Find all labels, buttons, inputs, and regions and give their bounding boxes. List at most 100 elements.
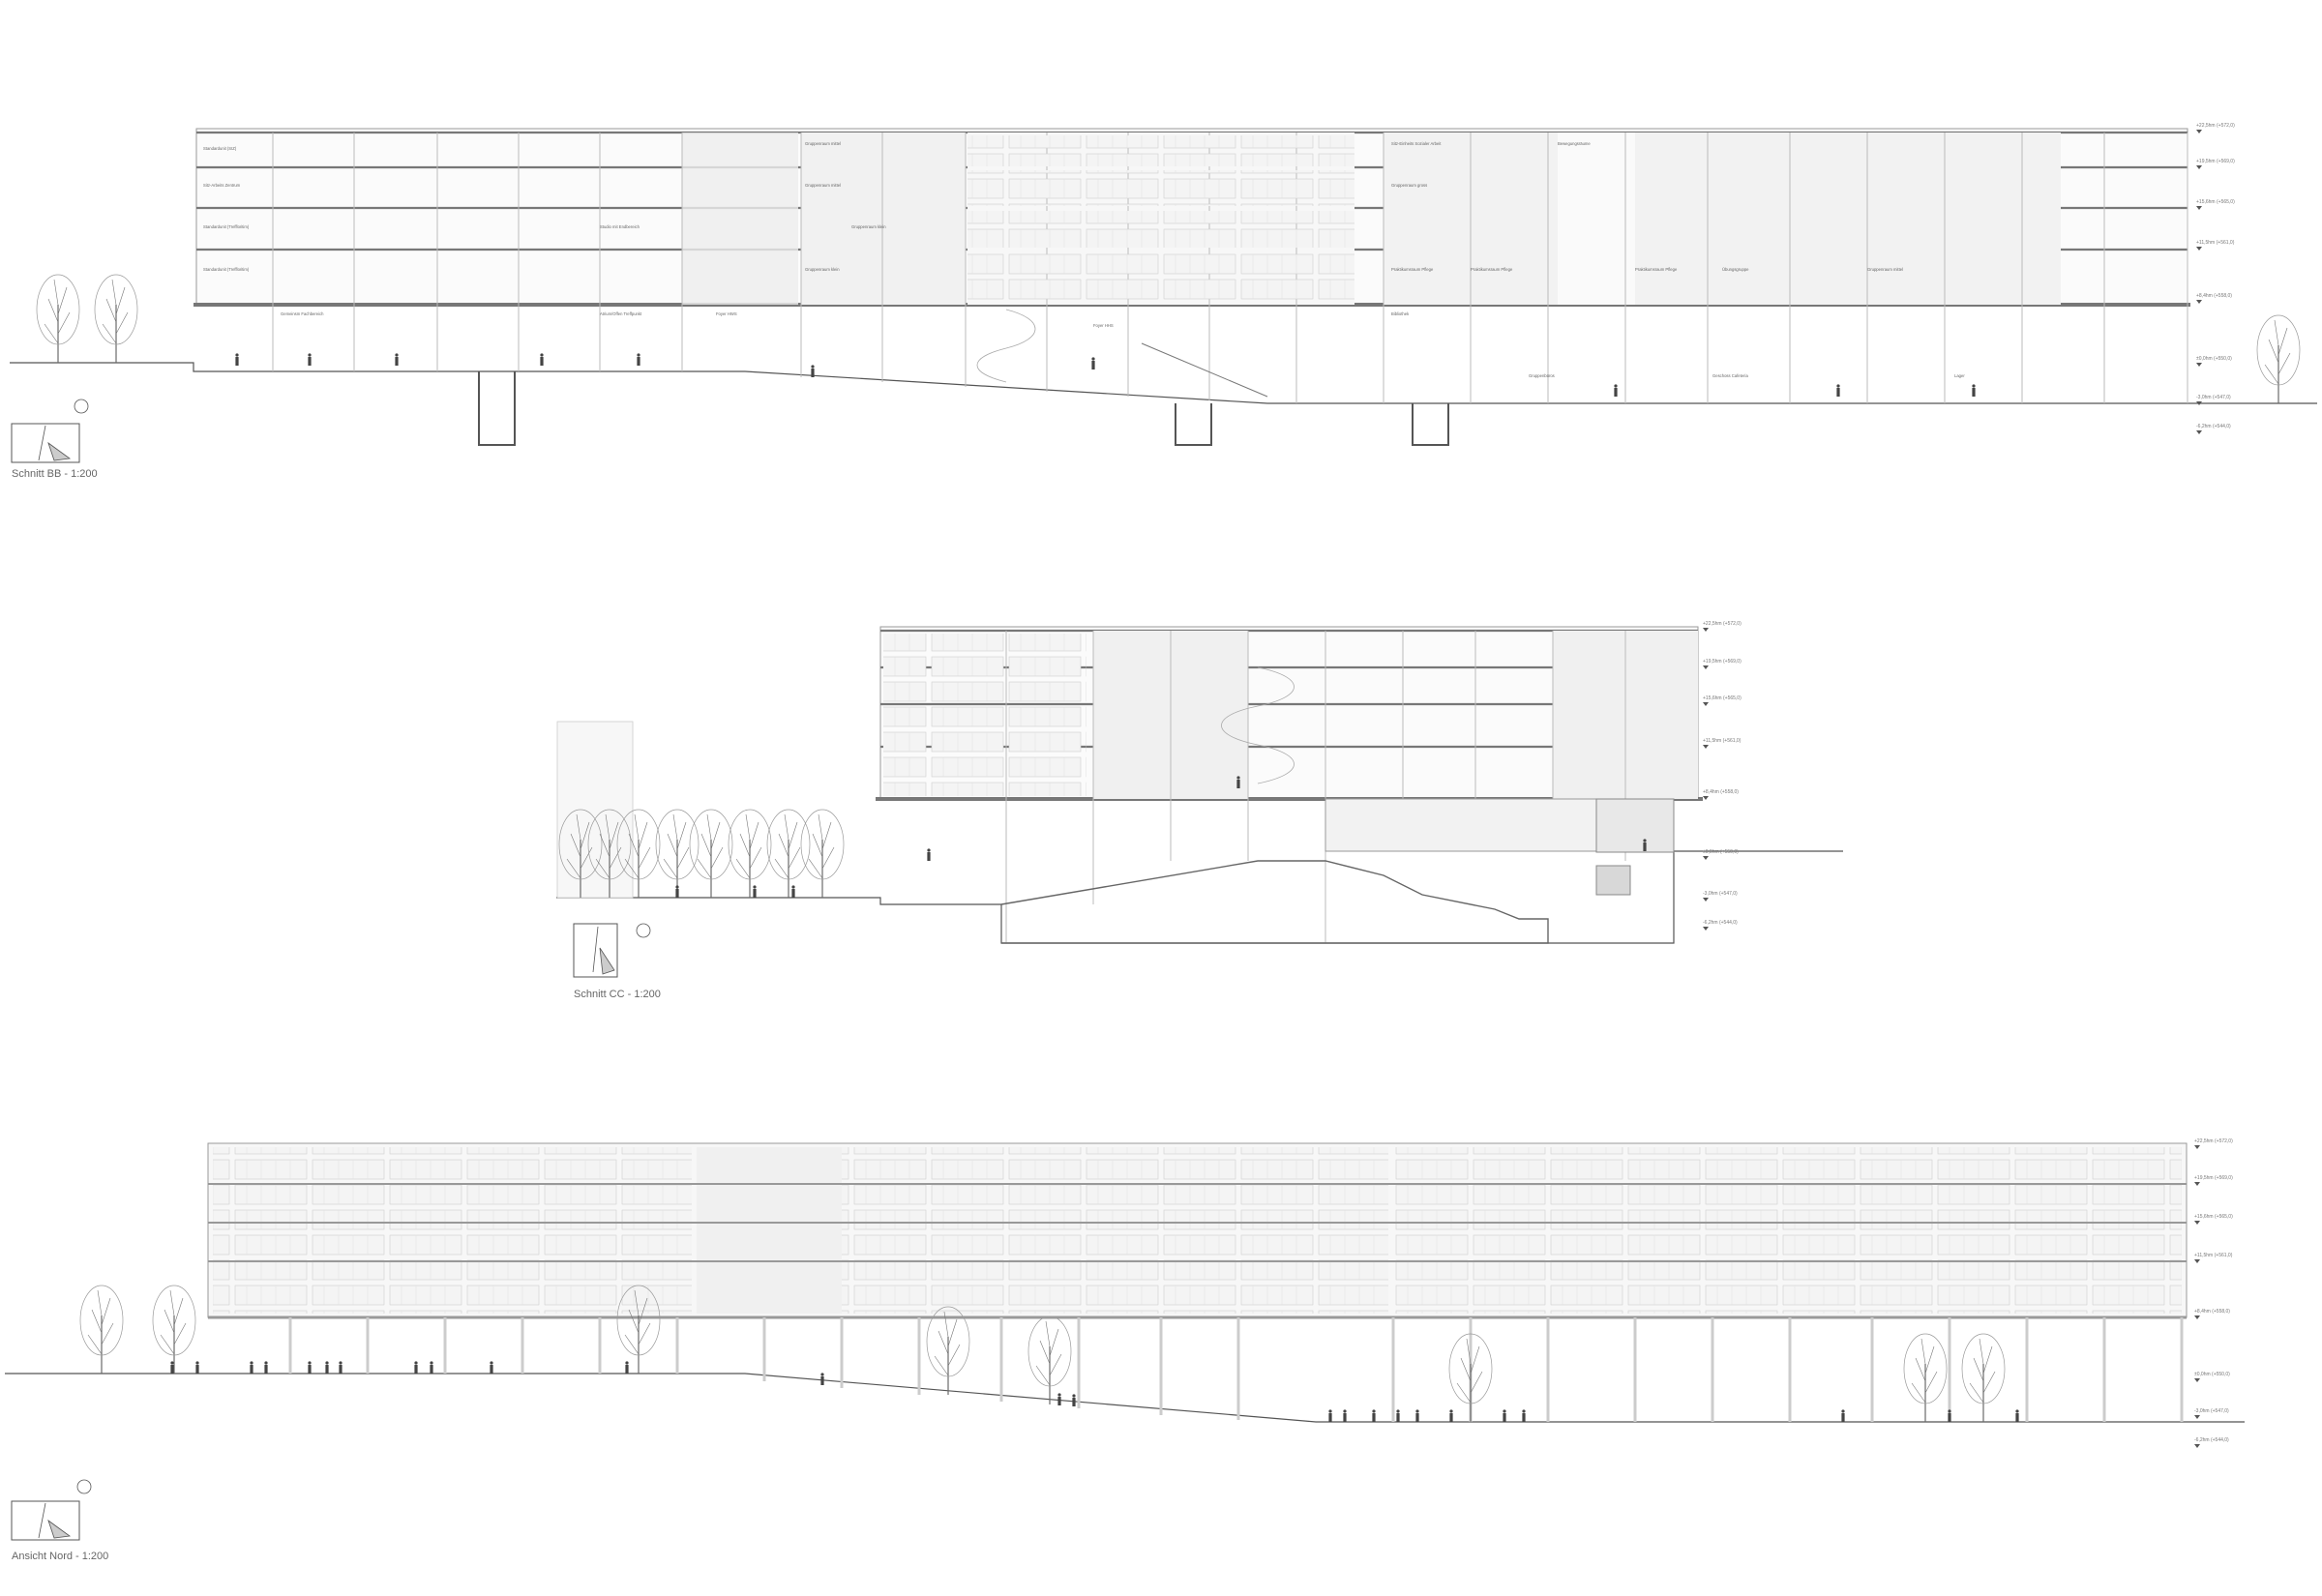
level-triangle-icon: [1703, 796, 1709, 800]
tree-icon: [926, 1306, 970, 1396]
level-marker: +15,6hm (+565,0): [2196, 199, 2235, 205]
level-triangle-icon: [1703, 702, 1709, 706]
room-label: Bibliothek: [1391, 311, 1410, 316]
tree-icon: [689, 809, 733, 899]
room-label: Gruppenraum mittel: [805, 183, 841, 188]
room-label: Gruppenbüros: [1529, 373, 1555, 378]
level-triangle-icon: [1703, 665, 1709, 669]
level-marker: +8,4hm (+558,0): [1703, 789, 1739, 795]
level-triangle-icon: [2196, 363, 2202, 367]
room-label: Foyer HHS: [1093, 323, 1114, 328]
room-label: Studio mit Endbereich: [600, 224, 640, 229]
tree-icon: [1027, 1315, 1072, 1405]
level-marker: +8,4hm (+558,0): [2194, 1309, 2230, 1315]
level-triangle-icon: [2194, 1444, 2200, 1448]
room-label: Praktikumsraum Pflege: [1635, 267, 1678, 272]
elevation-nord: +22,5hm (+572,0) +19,5hm (+569,0) +15,6hm …: [5, 1138, 2245, 1541]
room-label: Standardunit (SIZ): [203, 146, 237, 151]
level-marker: +11,5hm (+561,0): [1703, 738, 1742, 744]
level-marker: -6,2hm (+544,0): [2196, 424, 2231, 429]
keyplan: [573, 923, 651, 978]
level-marker: ±0,0hm (+550,0): [2194, 1372, 2230, 1377]
level-triangle-icon: [2194, 1378, 2200, 1382]
level-triangle-icon: [2194, 1182, 2200, 1186]
level-marker: +8,4hm (+558,0): [2196, 293, 2232, 299]
level-triangle-icon: [2196, 430, 2202, 434]
level-triangle-icon: [2194, 1221, 2200, 1225]
room-label: Standardunit (Treffloritim): [203, 224, 250, 229]
level-triangle-icon: [1703, 745, 1709, 749]
level-triangle-icon: [2196, 247, 2202, 251]
level-marker: +11,5hm (+561,0): [2194, 1253, 2233, 1258]
level-triangle-icon: [2194, 1415, 2200, 1419]
terrain-line: [556, 850, 1843, 944]
tree-icon: [1961, 1333, 2006, 1423]
caption-schnitt-bb: Schnitt BB - 1:200: [12, 468, 98, 480]
caption-schnitt-cc: Schnitt CC - 1:200: [574, 989, 661, 1000]
level-marker: +15,6hm (+565,0): [2194, 1214, 2233, 1220]
level-marker: +19,5hm (+569,0): [2194, 1175, 2233, 1181]
room-label: Gruppenraum klein: [851, 224, 886, 229]
room-label: Sitz-Einheits Sozialer Arbeit: [1391, 141, 1442, 146]
level-triangle-icon: [2194, 1259, 2200, 1263]
room-label: Lager: [1954, 373, 1965, 378]
terrain-line: [10, 362, 2317, 404]
tree-icon: [2256, 314, 2301, 404]
room-label: Gemeinsm Fachbereich: [281, 311, 324, 316]
level-triangle-icon: [1703, 927, 1709, 931]
room-label: Gruppenraum mittel: [1867, 267, 1903, 272]
level-triangle-icon: [2194, 1145, 2200, 1149]
tree-icon: [152, 1285, 196, 1374]
tree-icon: [766, 809, 811, 899]
level-marker: +11,5hm (+561,0): [2196, 240, 2235, 246]
room-label: Standardunit (Treffloritim): [203, 267, 250, 272]
room-label: Foyer HWS: [716, 311, 737, 316]
room-label: Gruppenraum mittel: [805, 141, 841, 146]
level-marker: +22,5hm (+572,0): [2196, 123, 2235, 129]
room-label: Übungsgruppe: [1722, 267, 1749, 272]
room-label: Gruppenraum gross: [1391, 183, 1427, 188]
level-marker: +19,5hm (+569,0): [1703, 659, 1742, 665]
level-triangle-icon: [2196, 165, 2202, 169]
keyplan: [11, 1479, 92, 1541]
section-bb: Standardunit (SIZ) Sitz-Arbeits ZentrumSt…: [10, 123, 2317, 463]
level-marker: -3,0hm (+547,0): [2196, 395, 2231, 400]
level-marker: ±0,0hm (+550,0): [1703, 849, 1739, 855]
tree-icon: [94, 274, 138, 364]
tree-icon: [655, 809, 700, 899]
terrain-line: [5, 1373, 2245, 1423]
level-marker: +19,5hm (+569,0): [2196, 159, 2235, 164]
room-label: Praktikumsraum Pflege: [1471, 267, 1513, 272]
level-marker: +22,5hm (+572,0): [1703, 621, 1742, 627]
room-label: Praktikumsraum Pflege: [1391, 267, 1434, 272]
level-marker: -3,0hm (+547,0): [1703, 891, 1738, 897]
room-label: Atrium/Offen Treffpunkt: [600, 311, 642, 316]
level-triangle-icon: [1703, 628, 1709, 632]
level-marker: +15,6hm (+565,0): [1703, 695, 1742, 701]
level-marker: +22,5hm (+572,0): [2194, 1138, 2233, 1144]
room-label: Sitz-Arbeits Zentrum: [203, 183, 241, 188]
level-marker: -6,2hm (+544,0): [2194, 1437, 2229, 1443]
keyplan: [11, 399, 89, 463]
level-marker: ±0,0hm (+550,0): [2196, 356, 2232, 362]
tree-icon: [36, 274, 80, 364]
level-triangle-icon: [1703, 898, 1709, 901]
level-triangle-icon: [1703, 856, 1709, 860]
level-triangle-icon: [2196, 206, 2202, 210]
level-marker: -3,0hm (+547,0): [2194, 1408, 2229, 1414]
section-cc: +22,5hm (+572,0) +19,5hm (+569,0) +15,6hm …: [556, 621, 1843, 978]
level-triangle-icon: [2196, 300, 2202, 304]
tree-icon: [79, 1285, 124, 1374]
level-triangle-icon: [2196, 130, 2202, 133]
level-triangle-icon: [2196, 401, 2202, 405]
level-marker: -6,2hm (+544,0): [1703, 920, 1738, 926]
level-triangle-icon: [2194, 1315, 2200, 1319]
tree-icon: [800, 809, 845, 899]
tree-icon: [728, 809, 772, 899]
caption-ansicht-nord: Ansicht Nord - 1:200: [12, 1551, 109, 1562]
room-label: Gruppenraum klein: [805, 267, 840, 272]
room-label: Bewegungsräume: [1558, 141, 1591, 146]
room-label: Geschoss Cafeteria: [1712, 373, 1748, 378]
tree-icon: [1903, 1333, 1948, 1423]
